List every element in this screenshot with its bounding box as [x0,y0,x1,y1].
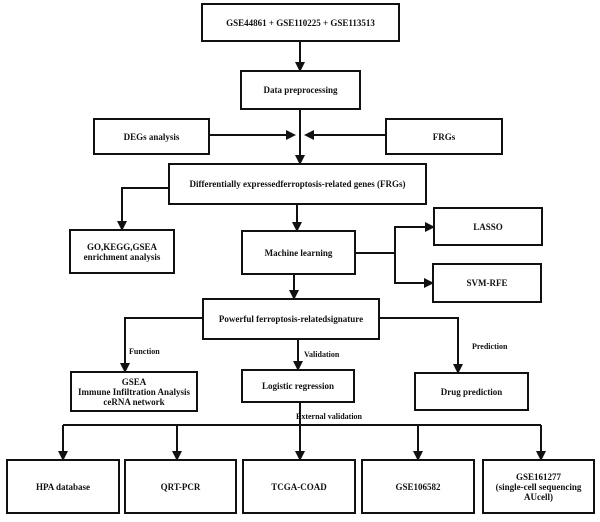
box-text-line: Differentially expressedferroptosis-rela… [189,179,406,189]
function-label: Function [129,347,160,356]
lasso-box: LASSO [433,207,543,246]
validation-label: Validation [304,350,340,359]
box-text-line: TCGA-COAD [271,481,327,492]
box-text-line: Drug prediction [440,386,503,397]
box-text-line: FRGs [432,131,456,142]
arrow-machine-learning-to-lasso [356,222,435,254]
box-text-line: DEGs analysis [123,131,180,142]
arrow-signature-to-drug [380,317,463,374]
machine-learning-box: Machine learning [241,230,356,275]
box-text-line: GO,KEGG,GSEA [86,241,157,252]
drug-prediction-box: Drug prediction [414,372,529,411]
hpa-database-box: HPA database [6,459,120,514]
box-text-line: (single-cell sequencing [495,481,582,492]
box-text-line: QRT-PCR [160,481,201,492]
gse106582-box: GSE106582 [361,459,475,514]
de-frgs-box: Differentially expressedferroptosis-rela… [168,163,427,205]
box-text-line: enrichment analysis [83,251,161,262]
box-text-line: GSE106582 [395,481,441,492]
box-text-line: Immune Infiltration Analysis [77,386,191,397]
tcga-coad-box: TCGA-COAD [242,459,356,514]
box-text-line: SVM-RFE [466,278,508,288]
prediction-label: Prediction [472,342,508,351]
datasets-box: GSE44861 + GSE110225 + GSE113513 [201,3,400,42]
box-text-line: AUcell) [524,491,553,502]
box-text-line: Data preprocessing [263,85,338,95]
degs-analysis-box: DEGs analysis [93,118,210,155]
box-text-line: Logistic regression [262,381,334,391]
arrow-machine-learning-to-svm-rfe [356,252,434,288]
arrow-de-frgs-to-enrichment [117,187,168,231]
external-validation-label: External validation [296,412,363,421]
box-text-line: LASSO [473,221,503,232]
frgs-box: FRGs [385,118,503,155]
svm-rfe-box: SVM-RFE [432,263,542,303]
box-text-line: Machine learning [264,247,333,258]
box-text-line: HPA database [35,481,91,492]
arrow-signature-to-gsea-immune [120,317,202,373]
logistic-regression-box: Logistic regression [241,369,355,403]
box-text-line: Powerful ferroptosis-relatedsignature [218,314,364,324]
box-text-line: ceRNA network [103,396,165,407]
data-preprocessing-box: Data preprocessing [240,70,361,110]
box-text-line: GSEA [121,376,147,387]
qrt-pcr-box: QRT-PCR [124,459,237,514]
signature-box: Powerful ferroptosis-relatedsignature [202,298,380,340]
box-text-line: GSE161277 [515,471,561,482]
box-text-line: GSE44861 + GSE110225 + GSE113513 [226,17,375,28]
